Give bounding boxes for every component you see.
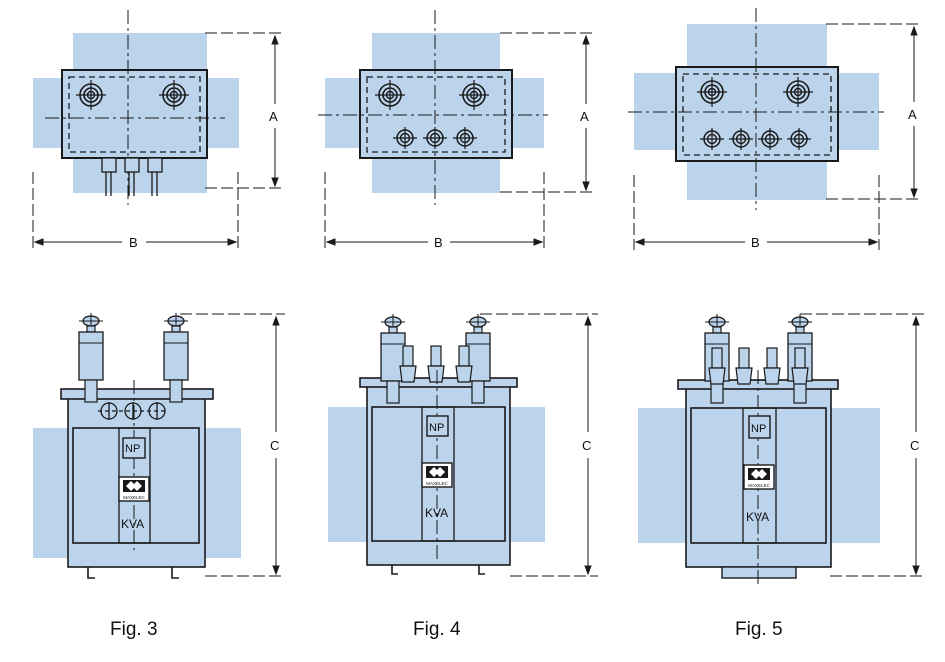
dim-c-fig3: C <box>270 438 279 453</box>
fig3-front-view <box>33 312 285 579</box>
nameplate-label-fig5: NP <box>751 423 766 435</box>
figure-caption-fig4: Fig. 4 <box>413 619 461 640</box>
fig4-front-view <box>328 313 598 577</box>
nameplate-label-fig3: NP <box>125 443 140 455</box>
fig5-top-view <box>628 8 922 250</box>
kva-label-fig5: KVA <box>746 510 769 524</box>
dim-b-fig4: B <box>434 235 443 250</box>
dim-b-fig3: B <box>129 235 138 250</box>
logo-text-fig3: MAXELEC <box>123 495 145 500</box>
dim-c-fig4: C <box>582 438 591 453</box>
fig5-front-view <box>638 313 924 585</box>
kva-label-fig3: KVA <box>121 517 144 531</box>
dim-a-fig5: A <box>908 107 917 122</box>
figure-caption-fig5: Fig. 5 <box>735 619 783 640</box>
dim-a-fig3: A <box>269 109 278 124</box>
fig4-top-view <box>318 10 592 250</box>
dim-b-fig5: B <box>751 235 760 250</box>
figure-caption-fig3: Fig. 3 <box>110 619 158 640</box>
logo-text-fig4: MAXELEC <box>426 481 448 486</box>
fig3-top-view <box>32 10 285 250</box>
nameplate-label-fig4: NP <box>429 422 444 434</box>
dim-c-fig5: C <box>910 438 919 453</box>
kva-label-fig4: KVA <box>425 506 448 520</box>
logo-text-fig5: MAXELEC <box>748 483 770 488</box>
dim-a-fig4: A <box>580 109 589 124</box>
